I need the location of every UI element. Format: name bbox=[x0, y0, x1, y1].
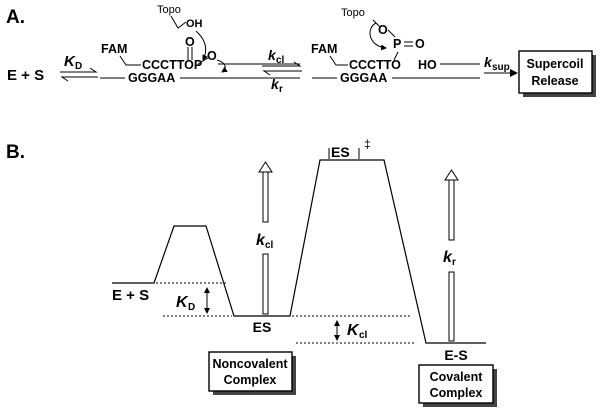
svg-text:‡: ‡ bbox=[364, 137, 371, 151]
a-right-o-label: O bbox=[378, 23, 388, 37]
svg-text:Complex: Complex bbox=[430, 386, 483, 400]
a-left-topo-bond bbox=[170, 15, 187, 29]
svg-text:Complex: Complex bbox=[224, 373, 277, 387]
covalent-complex-box: Covalent Complex bbox=[418, 364, 497, 407]
svg-text:Noncovalent: Noncovalent bbox=[212, 357, 288, 371]
energy-profile-curve bbox=[112, 159, 486, 344]
svg-text:k: k bbox=[271, 76, 280, 92]
svg-text:cl: cl bbox=[276, 55, 285, 66]
a-left-bottom-strand: GGGAA bbox=[128, 71, 175, 85]
a-left-fam-linker bbox=[119, 55, 141, 66]
svg-text:sup: sup bbox=[492, 62, 510, 73]
svg-text:r: r bbox=[279, 84, 283, 95]
a-right-p-label: P bbox=[393, 37, 401, 51]
svg-text:K: K bbox=[347, 322, 360, 339]
svg-text:cl: cl bbox=[359, 330, 368, 341]
b-kd-label: K D bbox=[176, 294, 195, 313]
a-left-oh-label: OH bbox=[186, 18, 203, 30]
noncovalent-complex-box: Noncovalent Complex bbox=[208, 351, 296, 395]
svg-text:Release: Release bbox=[531, 74, 578, 88]
svg-text:Covalent: Covalent bbox=[430, 370, 484, 384]
a-left-fam-label: FAM bbox=[101, 42, 127, 56]
a-right-op-bond bbox=[387, 29, 396, 38]
a-right-ho-label: HO bbox=[418, 58, 437, 72]
b-kr-label: k r bbox=[443, 249, 456, 268]
a-ksup-label: k sup bbox=[484, 54, 510, 73]
svg-text:O: O bbox=[185, 35, 195, 49]
svg-text:k: k bbox=[484, 54, 493, 70]
a-kcl-label: k cl bbox=[268, 47, 285, 66]
a-right-bottom-strand: GGGAA bbox=[340, 71, 387, 85]
a-right-top-strand: CCCTTO bbox=[349, 58, 401, 72]
a-right-topo-label: Topo bbox=[341, 7, 365, 19]
a-kr-label: k r bbox=[271, 76, 283, 95]
kcl-hollow-arrow bbox=[258, 161, 273, 315]
panel-b-label: B. bbox=[6, 142, 25, 163]
a-right-fam-label: FAM bbox=[311, 42, 337, 56]
svg-text:D: D bbox=[75, 61, 82, 72]
a-reactant-label: E + S bbox=[7, 67, 44, 84]
a-right-fam-linker bbox=[329, 55, 348, 66]
b-covalent-label: E-S bbox=[444, 347, 467, 363]
a-equilibrium-arrow-1 bbox=[60, 67, 98, 82]
svg-text:ES: ES bbox=[331, 144, 350, 160]
svg-text:K: K bbox=[64, 53, 76, 70]
b-reactant-label: E + S bbox=[112, 287, 149, 304]
svg-text:Supercoil: Supercoil bbox=[527, 57, 584, 71]
transition-state-label: ES ‡ bbox=[328, 137, 371, 160]
svg-text:D: D bbox=[188, 302, 195, 313]
a-left-attack-arrow bbox=[195, 30, 208, 61]
b-es-label: ES bbox=[253, 319, 272, 335]
svg-text:O: O bbox=[207, 49, 217, 63]
svg-text:k: k bbox=[443, 249, 453, 266]
a-equilibrium-arrow-2 bbox=[262, 61, 302, 76]
svg-text:cl: cl bbox=[265, 240, 274, 251]
a-right-po-double-bond bbox=[404, 41, 413, 47]
a-left-phosphate: O O bbox=[185, 35, 228, 73]
a-right-p-strand-bond bbox=[393, 51, 399, 61]
svg-text:k: k bbox=[256, 232, 266, 249]
a-right-topo-bond bbox=[372, 19, 381, 28]
svg-text:k: k bbox=[268, 47, 277, 63]
b-kcl-eq-label: K cl bbox=[347, 322, 368, 341]
a-left-topo-label: Topo bbox=[157, 4, 181, 16]
svg-text:K: K bbox=[176, 294, 189, 311]
a-right-p-o-label: O bbox=[415, 37, 425, 51]
a-right-reverse-arrow bbox=[369, 22, 387, 51]
b-kcl-label: k cl bbox=[256, 232, 274, 251]
kr-hollow-arrow bbox=[444, 169, 459, 342]
supercoil-release-box: Supercoil Release bbox=[518, 50, 596, 97]
a-kd-label: K D bbox=[64, 53, 82, 72]
a-left-top-strand: CCCTTOP bbox=[142, 58, 202, 72]
panel-a-label: A. bbox=[6, 7, 25, 28]
svg-text:r: r bbox=[452, 257, 456, 268]
